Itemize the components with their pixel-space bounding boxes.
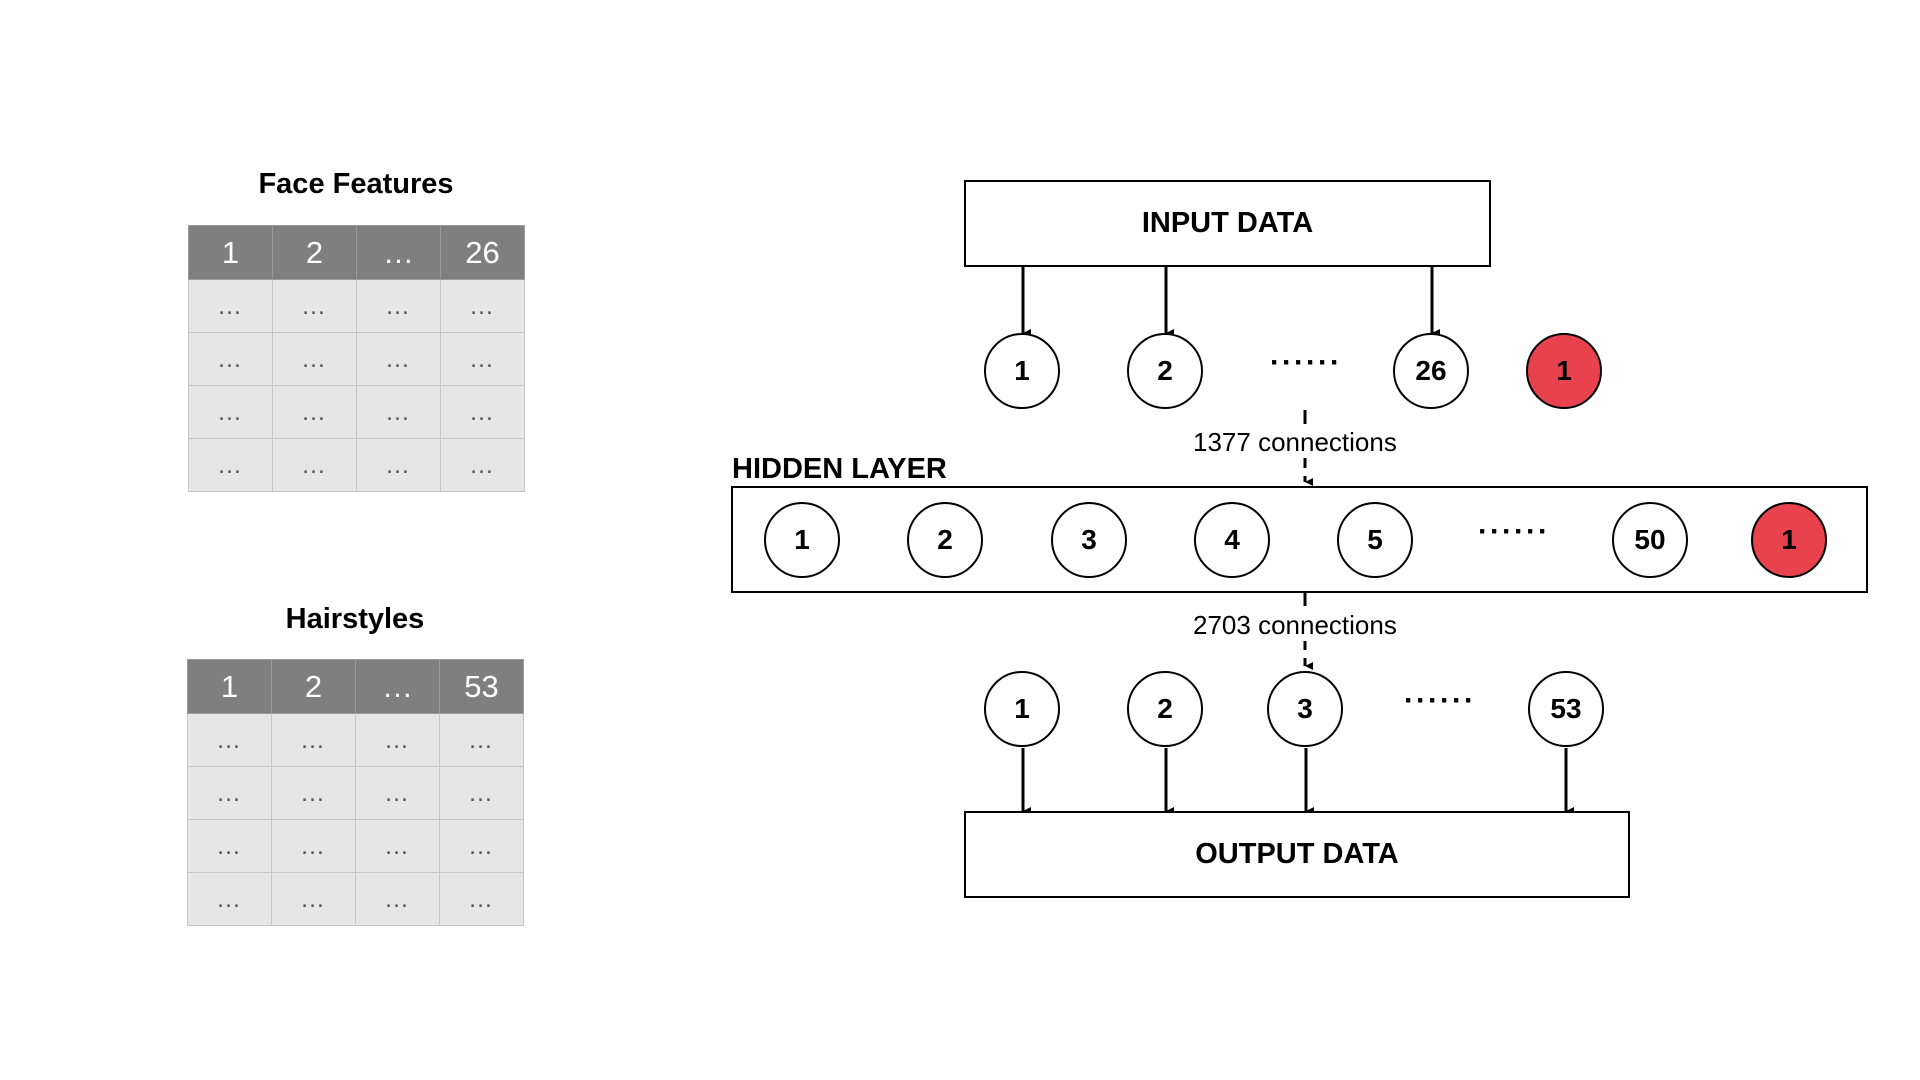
hidden-node: 3	[1051, 502, 1127, 578]
table-cell: …	[356, 279, 441, 333]
header-cell: 2	[272, 225, 357, 280]
table-header-row: 1 2 … 53	[187, 659, 524, 714]
table-cell: …	[271, 713, 356, 767]
table-cell: …	[439, 766, 524, 820]
header-cell: 2	[271, 659, 356, 714]
input-node: 2	[1127, 333, 1203, 409]
table-cell: …	[440, 385, 525, 439]
table-cell: …	[188, 332, 273, 386]
hidden-bias-node: 1	[1751, 502, 1827, 578]
face-features-title: Face Features	[258, 168, 454, 200]
table-cell: …	[271, 819, 356, 873]
table-cell: …	[188, 438, 273, 492]
table-cell: …	[187, 713, 272, 767]
table-cell: …	[188, 385, 273, 439]
table-row: … … … …	[188, 385, 525, 439]
hidden-node: 2	[907, 502, 983, 578]
output-connections-label: 2703 connections	[1191, 610, 1399, 641]
input-node: 26	[1393, 333, 1469, 409]
table-cell: …	[272, 279, 357, 333]
hidden-node: 4	[1194, 502, 1270, 578]
table-cell: …	[439, 872, 524, 926]
output-data-box: OUTPUT DATA	[964, 811, 1630, 898]
table-row: … … … …	[187, 819, 524, 873]
table-cell: …	[440, 438, 525, 492]
table-cell: …	[271, 872, 356, 926]
table-cell: …	[439, 713, 524, 767]
output-node: 2	[1127, 671, 1203, 747]
output-node: 53	[1528, 671, 1604, 747]
table-cell: …	[440, 332, 525, 386]
table-cell: …	[356, 438, 441, 492]
table-row: … … … …	[187, 872, 524, 926]
input-data-box: INPUT DATA	[964, 180, 1491, 267]
hidden-ellipsis: ······	[1478, 515, 1550, 548]
header-cell: 1	[188, 225, 273, 280]
header-cell: 26	[440, 225, 525, 280]
hidden-layer-frame	[731, 486, 1868, 593]
output-node: 1	[984, 671, 1060, 747]
table-cell: …	[272, 332, 357, 386]
table-cell: …	[355, 766, 440, 820]
table-cell: …	[187, 819, 272, 873]
table-row: … … … …	[188, 438, 525, 492]
table-row: … … … …	[187, 766, 524, 820]
table-cell: …	[188, 279, 273, 333]
hidden-node: 50	[1612, 502, 1688, 578]
table-cell: …	[440, 279, 525, 333]
table-cell: …	[356, 332, 441, 386]
header-cell: …	[355, 659, 440, 714]
input-bias-node: 1	[1526, 333, 1602, 409]
hairstyles-title: Hairstyles	[285, 603, 425, 635]
face-features-table: 1 2 … 26 … … … … … … … … … … …	[188, 225, 525, 492]
table-row: … … … …	[188, 279, 525, 333]
table-cell: …	[187, 872, 272, 926]
hidden-layer-title: HIDDEN LAYER	[732, 453, 947, 485]
hidden-node: 5	[1337, 502, 1413, 578]
hairstyles-table: 1 2 … 53 … … … … … … … … … … …	[187, 659, 524, 926]
table-cell: …	[355, 872, 440, 926]
table-cell: …	[187, 766, 272, 820]
table-header-row: 1 2 … 26	[188, 225, 525, 280]
table-row: … … … …	[187, 713, 524, 767]
table-cell: …	[439, 819, 524, 873]
table-row: … … … …	[188, 332, 525, 386]
input-node: 1	[984, 333, 1060, 409]
input-ellipsis: ······	[1270, 346, 1342, 379]
table-cell: …	[355, 819, 440, 873]
table-cell: …	[271, 766, 356, 820]
hidden-node: 1	[764, 502, 840, 578]
input-connections-label: 1377 connections	[1191, 427, 1399, 458]
table-cell: …	[272, 438, 357, 492]
output-node: 3	[1267, 671, 1343, 747]
output-ellipsis: ······	[1404, 684, 1476, 717]
